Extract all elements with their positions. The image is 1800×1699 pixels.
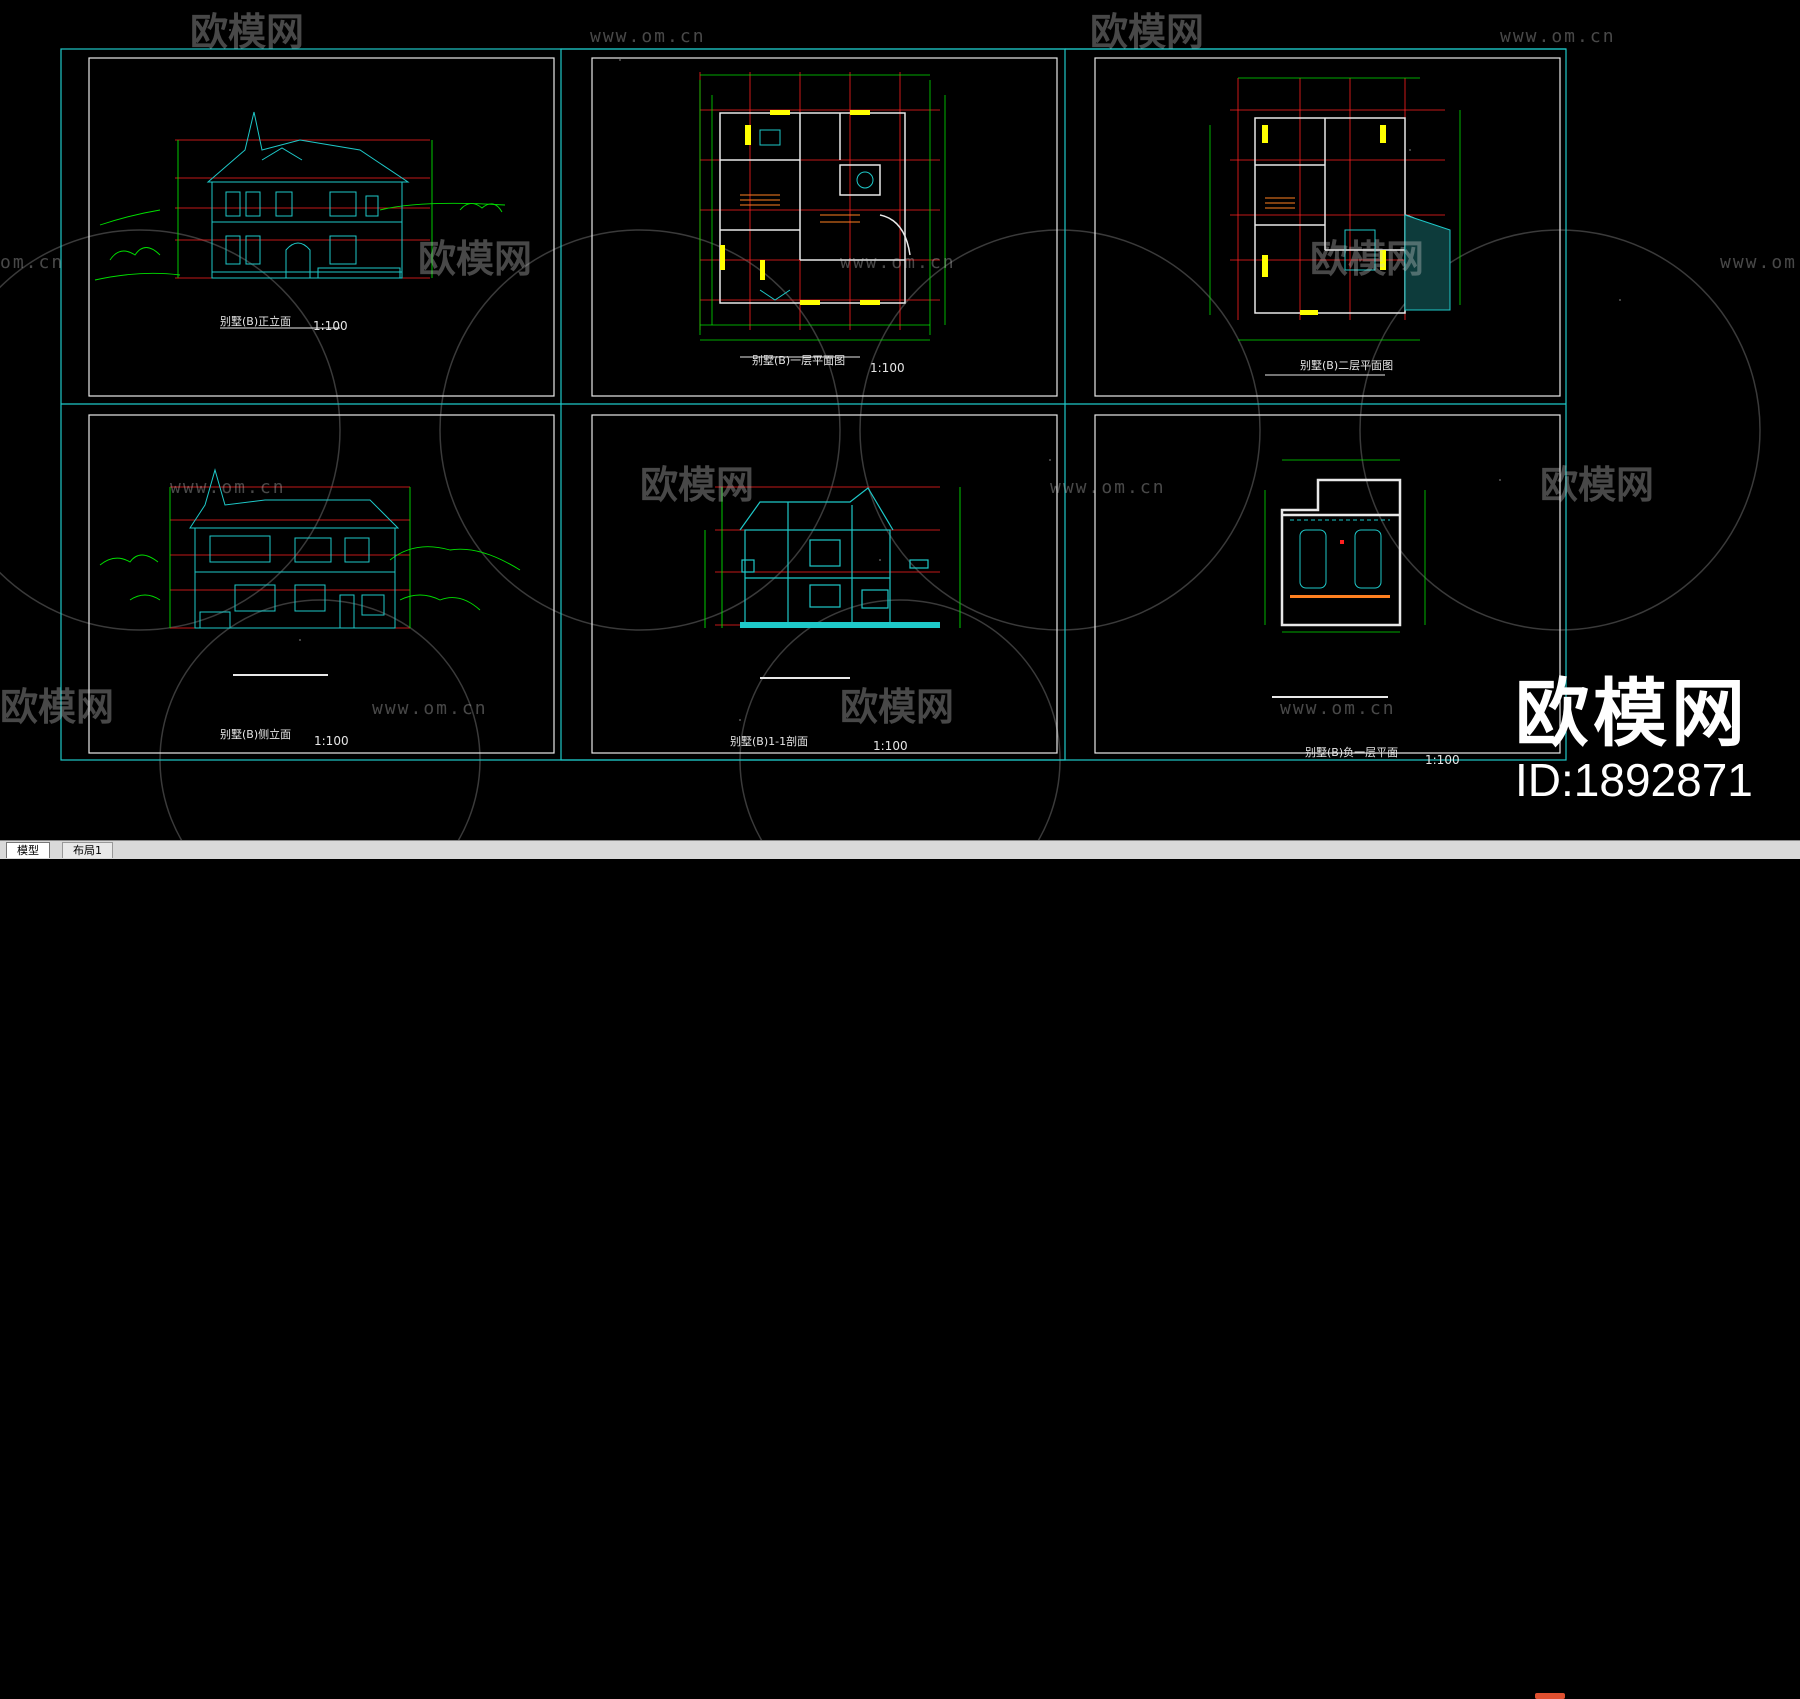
sheet-3 (1094, 57, 1561, 397)
watermark-url: www.om.cn (372, 698, 488, 719)
watermark-url: www.om.cn (840, 252, 956, 273)
watermarks: 欧模网 www.om.cn 欧模网 www.om.cn om.cn 欧模网 ww… (0, 10, 1800, 729)
label-ground-plan: 别墅(B)一层平面图 (752, 354, 845, 367)
watermark-brand: 欧模网 (190, 10, 304, 54)
watermark-url: www.om.cn (1720, 252, 1800, 273)
side-elevation-drawing (99, 468, 521, 676)
scale-side-elevation: 1:100 (314, 734, 349, 748)
label-basement-plan: 别墅(B)负一层平面 (1305, 745, 1398, 759)
watermark-url: www.om.cn (1500, 26, 1616, 47)
drawing-canvas[interactable]: 别墅(B)正立面 1:100 别墅(B)一层平面图 1:100 别墅(B)二层平… (0, 0, 1800, 840)
layout-tab-bar: 模型 布局1 (0, 840, 1800, 1699)
watermark-url-short: om.cn (0, 252, 64, 273)
watermark-url: www.om.cn (1280, 698, 1396, 719)
section-drawing (704, 486, 961, 679)
ground-floor-plan-drawing (699, 72, 946, 358)
brand-id: ID:1892871 (1515, 754, 1753, 806)
sheet-borders (88, 57, 1561, 754)
watermark-brand: 欧模网 (1310, 237, 1424, 281)
brand-overlay: 欧模网 ID:1892871 (1515, 675, 1753, 807)
cad-drawing[interactable]: 别墅(B)正立面 1:100 别墅(B)一层平面图 1:100 别墅(B)二层平… (0, 0, 1800, 840)
label-second-plan: 别墅(B)二层平面图 (1300, 359, 1393, 372)
second-floor-plan-drawing (1209, 77, 1461, 376)
sheet-2 (591, 57, 1058, 397)
watermark-url: www.om.cn (170, 477, 286, 498)
layout-frames (60, 48, 1567, 761)
watermark-url: www.om.cn (590, 26, 706, 47)
drawing-labels: 别墅(B)正立面 1:100 别墅(B)一层平面图 1:100 别墅(B)二层平… (220, 314, 1460, 767)
tab-model[interactable]: 模型 (6, 842, 50, 858)
background-dots (229, 29, 1621, 721)
sheet-1 (88, 57, 555, 397)
scroll-indicator[interactable] (1535, 1693, 1565, 1699)
front-elevation-drawing (94, 111, 506, 329)
sheet-6 (1094, 414, 1561, 754)
watermark-brand: 欧模网 (640, 463, 754, 507)
basement-plan-drawing (1264, 459, 1426, 698)
scale-ground-plan: 1:100 (870, 361, 905, 375)
label-side-elevation: 别墅(B)侧立面 (220, 727, 291, 741)
tab-layout1[interactable]: 布局1 (62, 842, 113, 858)
label-front-elevation: 别墅(B)正立面 (220, 314, 291, 328)
watermark-brand: 欧模网 (1090, 10, 1204, 54)
watermark-brand: 欧模网 (1540, 463, 1654, 507)
watermark-brand: 欧模网 (0, 685, 114, 729)
sheet-5 (591, 414, 1058, 754)
sheet-4 (88, 414, 555, 754)
scale-front-elevation: 1:100 (313, 319, 348, 333)
label-section: 别墅(B)1-1剖面 (730, 734, 808, 748)
brand-title: 欧模网 (1515, 671, 1749, 757)
scale-section: 1:100 (873, 739, 908, 753)
scale-basement-plan: 1:100 (1425, 753, 1460, 767)
watermark-url: www.om.cn (1050, 477, 1166, 498)
watermark-brand: 欧模网 (840, 685, 954, 729)
watermark-brand: 欧模网 (418, 237, 532, 281)
